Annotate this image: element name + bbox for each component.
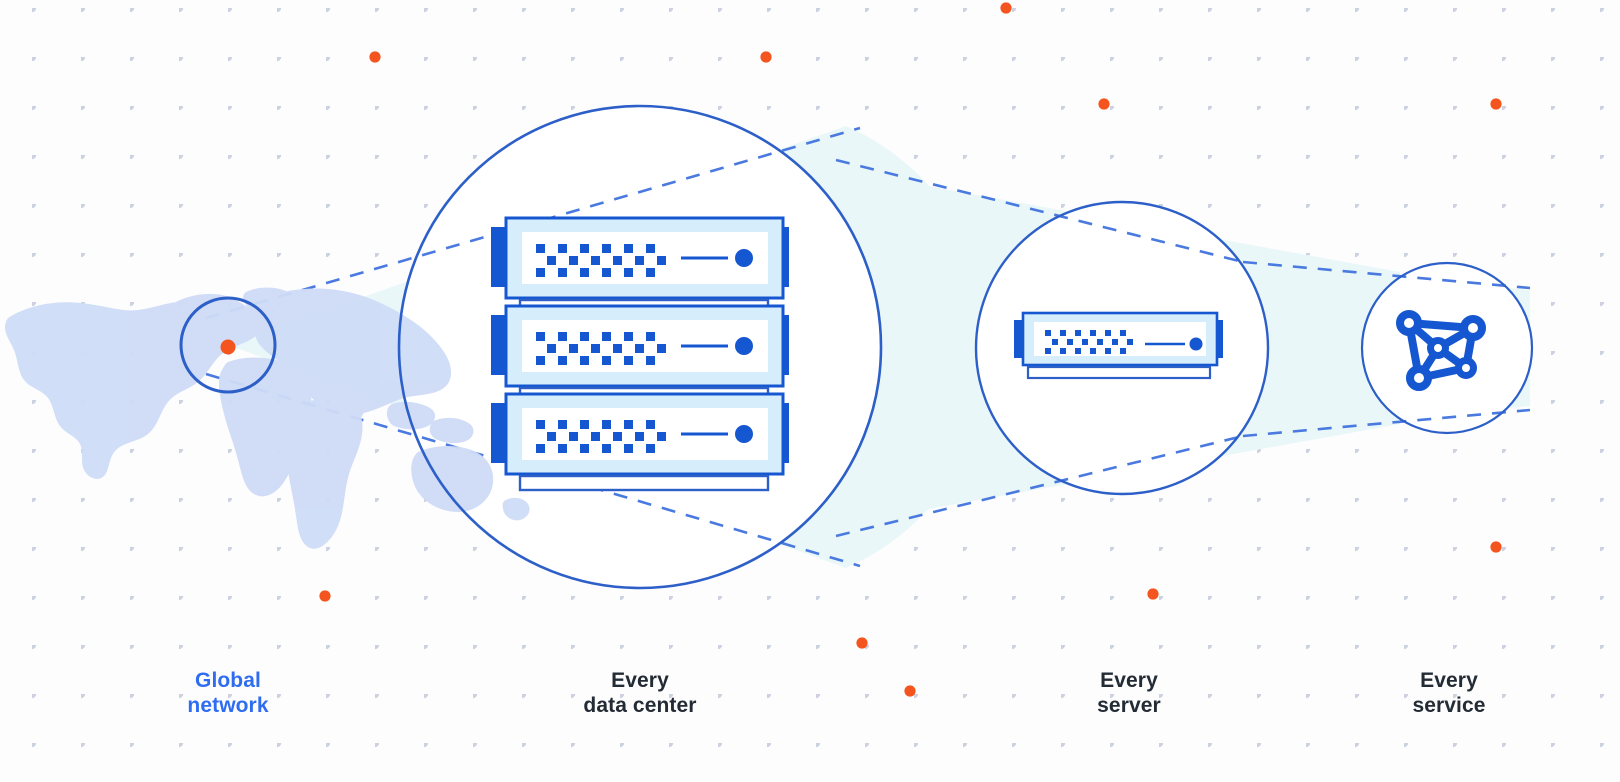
service-circle (1360, 261, 1534, 435)
rack-unit (491, 392, 789, 476)
orange-dot (1490, 541, 1502, 553)
label-every-data-center: Every data center (583, 669, 697, 717)
rack-unit-status-dot (735, 425, 753, 443)
orange-accent-dots (319, 2, 1502, 697)
global-network-circle (179, 296, 277, 394)
orange-dot (1147, 588, 1159, 600)
mesh-node-top-left (1396, 310, 1422, 336)
orange-dot (856, 637, 868, 649)
rack-base-shelf (518, 474, 770, 492)
connector-global-datacenter-top (205, 126, 861, 320)
rack-unit (491, 304, 789, 388)
mesh-node-center (1427, 337, 1449, 359)
mesh-node-bottom-left (1406, 365, 1432, 391)
rack-unit-status-dot (735, 249, 753, 267)
rack-unit (491, 216, 789, 300)
rack-unit-vent-grid (536, 420, 666, 453)
orange-dot (760, 51, 772, 63)
label-global-network: Global network (187, 669, 269, 717)
mesh-node-bottom-right (1455, 357, 1477, 379)
connector-datacenter-server-bottom (835, 434, 1244, 538)
server-base-shelf (1026, 365, 1212, 380)
mesh-network-nodes (1396, 310, 1486, 391)
global-network-marker-dot (220, 339, 236, 355)
orange-dot (904, 685, 916, 697)
label-every-server: Every server (1097, 669, 1161, 717)
rack-unit-status-dot (735, 337, 753, 355)
mesh-network-nodes-small (1427, 337, 1477, 379)
orange-dot (1490, 98, 1502, 110)
label-every-service: Every service (1412, 669, 1486, 717)
mesh-node-top-right (1460, 315, 1486, 341)
orange-dot (1000, 2, 1012, 14)
server-vent-grid (1045, 330, 1133, 354)
server-rack-icon (491, 216, 789, 492)
server-circle (974, 200, 1270, 496)
orange-dot (1098, 98, 1110, 110)
server-unit-icon (1014, 311, 1223, 380)
server-status-dot (1189, 337, 1203, 351)
connector-datacenter-server-top (835, 158, 1244, 264)
datacenter-circle (397, 104, 883, 590)
magnifier-circles (179, 104, 1534, 590)
rack-unit-vent-grid (536, 244, 666, 277)
orange-dot (319, 590, 331, 602)
orange-dot (369, 51, 381, 63)
rack-unit-vent-grid (536, 332, 666, 365)
